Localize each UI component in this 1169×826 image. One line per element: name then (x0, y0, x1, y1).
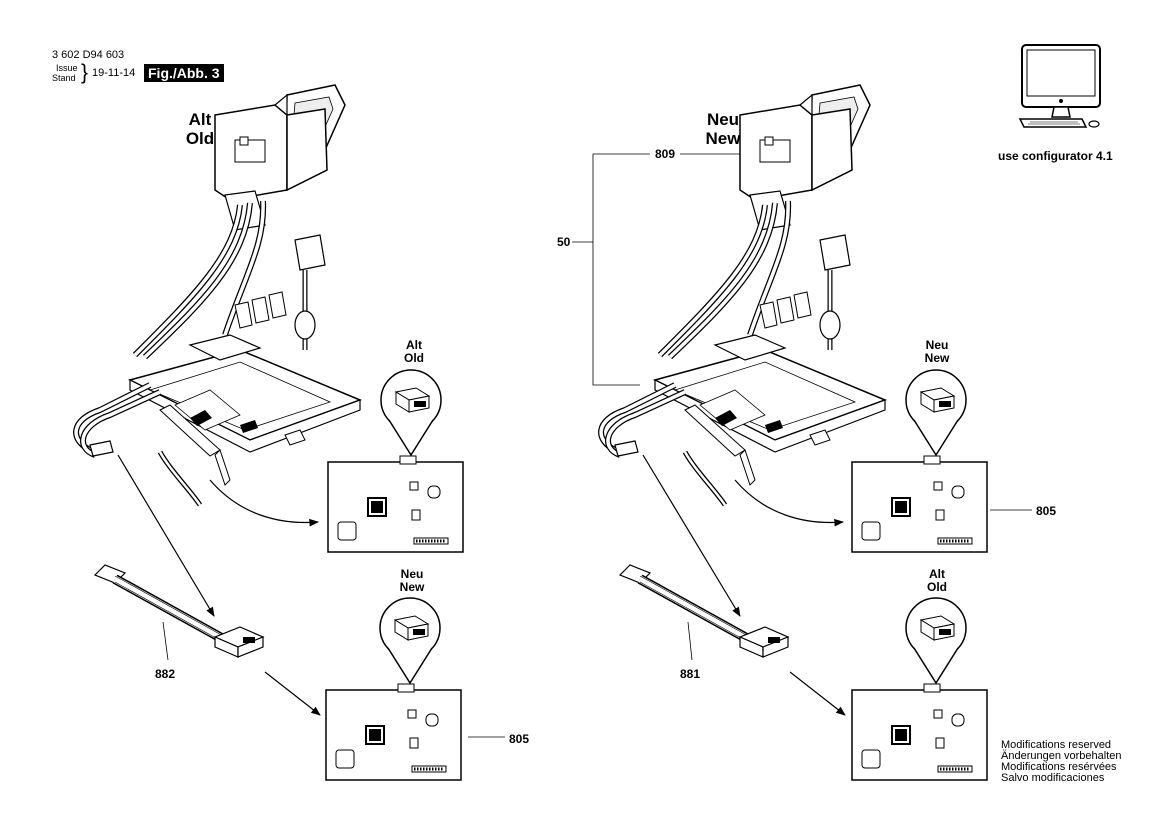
configurator-label: use configurator 4.1 (998, 149, 1113, 163)
right-top-callout-line2: New (924, 351, 950, 365)
left-top-callout-line2: Old (404, 351, 424, 365)
stand-label: Stand (52, 73, 76, 83)
left-top-board (326, 454, 465, 554)
computer-monitor-icon (1019, 44, 1101, 128)
left-title-line2: Old (185, 129, 215, 148)
right-top-callout-line1: Neu (925, 338, 949, 352)
part-number-881: 881 (680, 667, 701, 681)
left-bottom-callout-line1: Neu (400, 567, 424, 581)
right-panel-title: Neu New (697, 110, 749, 148)
left-panel-title: Alt Old (178, 110, 222, 148)
part-number-882: 882 (155, 667, 176, 681)
right-title-line2: New (705, 129, 741, 148)
note-line-2: Änderungen vorbehalten (1001, 750, 1122, 762)
right-top-callout (905, 369, 967, 456)
right-top-board (850, 454, 989, 554)
right-bottom-callout (905, 597, 967, 684)
left-top-callout-label: Alt Old (394, 339, 434, 365)
left-arrow-to-top-board (209, 479, 319, 527)
note-line-4: Salvo modificaciones (1001, 772, 1105, 784)
right-title-line1: Neu (706, 110, 740, 129)
part-number-805-left: 805 (509, 732, 530, 746)
part-number-805-right: 805 (1036, 504, 1057, 518)
left-arrow-to-cable (117, 454, 215, 617)
issue-brace: } (81, 61, 89, 84)
part-number-809: 809 (655, 147, 676, 161)
leader-881 (687, 621, 693, 661)
left-arrow-to-bottom-board (264, 671, 321, 716)
right-adapter-cable (620, 565, 788, 657)
bracket-50 (592, 153, 650, 386)
right-arrow-to-cable (642, 454, 741, 617)
right-bottom-callout-label: Alt Old (917, 568, 957, 594)
left-bottom-callout-label: Neu New (392, 568, 432, 594)
issue-label: Issue (56, 63, 78, 73)
right-bottom-callout-line2: Old (927, 580, 947, 594)
left-bottom-board (324, 682, 463, 782)
right-arrow-to-top-board (734, 479, 844, 527)
left-adapter-cable (95, 565, 263, 657)
figure-label: Fig./Abb. 3 (144, 64, 224, 82)
left-bottom-callout (379, 597, 441, 684)
note-line-3: Modifications resérvées (1001, 761, 1117, 773)
issue-date: 19-11-14 (92, 67, 136, 79)
modification-notes: Modifications reserved Änderungen vorbeh… (1001, 740, 1121, 784)
right-arrow-to-bottom-board (789, 671, 846, 716)
right-top-callout-label: Neu New (917, 339, 957, 365)
left-bottom-callout-line2: New (399, 580, 425, 594)
left-top-callout (380, 369, 442, 456)
leader-882 (162, 621, 169, 661)
right-bottom-board (850, 682, 989, 782)
left-title-line1: Alt (188, 110, 212, 129)
document-number: 3 602 D94 603 (52, 49, 125, 61)
right-bottom-callout-line1: Alt (929, 567, 945, 581)
part-number-50: 50 (557, 235, 571, 249)
left-top-callout-line1: Alt (406, 338, 422, 352)
note-line-1: Modifications reserved (1001, 739, 1112, 751)
